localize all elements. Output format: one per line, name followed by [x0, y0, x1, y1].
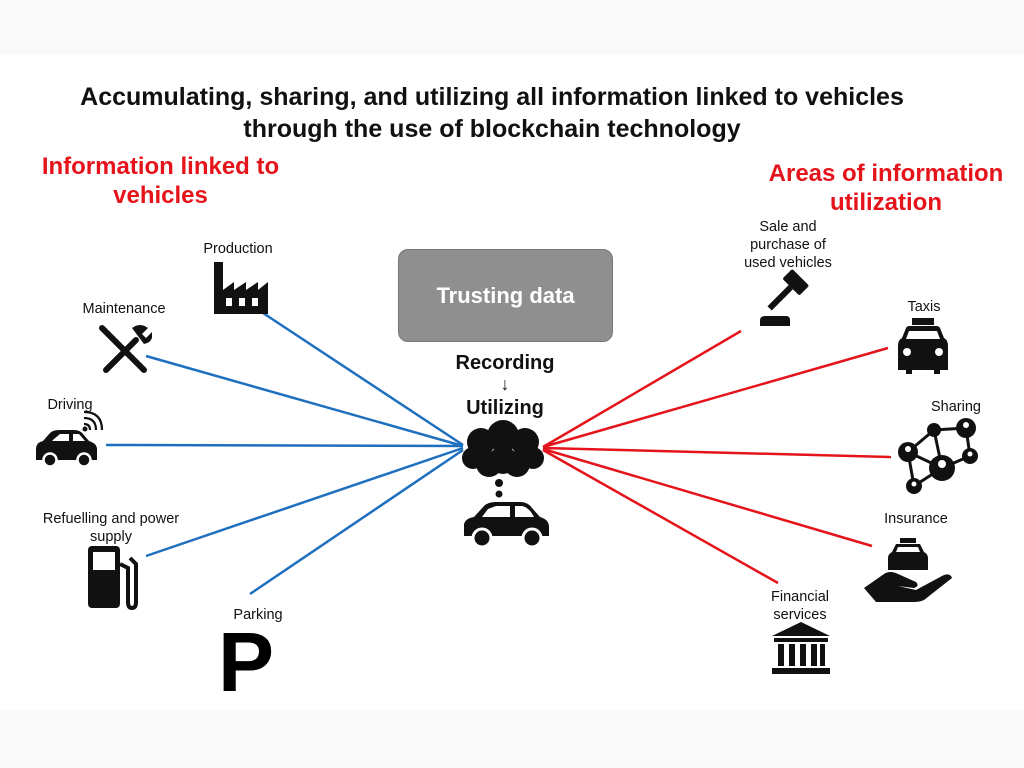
used-vehicles-label: Sale and purchase of used vehicles — [720, 218, 856, 272]
line-maintenance — [145, 354, 464, 448]
parking-icon: P — [218, 615, 275, 709]
utilizing-label: Utilizing — [466, 397, 544, 419]
left-heading-line-2: vehicles — [113, 182, 208, 209]
line-parking — [249, 448, 464, 596]
refuelling-label-line-1: Refuelling and power — [42, 511, 180, 527]
left-heading: Information linked to vehicles — [18, 152, 303, 210]
gavel-icon — [760, 269, 809, 326]
thought-cloud-icon — [462, 420, 544, 498]
wrench-screwdriver-icon — [99, 325, 152, 373]
refuelling-label: Refuelling and power supply — [22, 510, 200, 546]
driving-label: Driving — [47, 397, 93, 413]
parking-label: Parking — [233, 607, 283, 623]
financial-services-label: Financial services — [752, 588, 848, 624]
car-icon — [464, 502, 549, 549]
taxi-icon — [898, 318, 948, 374]
title-line-2: through the use of blockchain technology — [243, 115, 741, 143]
title-line-1: Accumulating, sharing, and utilizing all… — [80, 83, 904, 111]
slide-area — [0, 55, 1024, 710]
used-vehicles-label-line-1: Sale and — [759, 219, 817, 235]
line-driving — [105, 443, 464, 448]
maintenance-label: Maintenance — [82, 301, 166, 317]
trusting-data-box: Trusting data — [398, 249, 613, 342]
connected-car-icon — [36, 410, 104, 468]
down-arrow: ↓ — [500, 374, 510, 394]
used-vehicles-label-line-3: used vehicles — [744, 255, 832, 271]
sharing-label: Sharing — [931, 399, 981, 415]
bank-icon — [772, 622, 830, 674]
right-heading: Areas of information utilization — [748, 159, 1024, 217]
left-heading-line-1: Information linked to — [41, 153, 280, 180]
right-heading-line-2: utilization — [830, 189, 942, 216]
insurance-label: Insurance — [884, 511, 948, 527]
recording-label: Recording — [455, 352, 555, 374]
line-refuelling — [145, 446, 464, 558]
line-financial — [542, 448, 779, 585]
network-people-icon — [898, 418, 978, 494]
fuel-pump-icon — [88, 546, 138, 610]
line-used-vehicles — [542, 329, 742, 449]
production-label: Production — [203, 241, 273, 257]
taxis-label: Taxis — [907, 299, 941, 315]
line-insurance — [542, 447, 873, 548]
line-production — [262, 311, 464, 447]
financial-services-label-line-1: Financial — [770, 589, 830, 605]
right-heading-line-1: Areas of information — [768, 160, 1004, 187]
financial-services-label-line-2: services — [773, 607, 827, 623]
hand-car-icon — [864, 538, 952, 602]
factory-icon — [214, 262, 268, 314]
line-taxis — [542, 346, 889, 449]
line-sharing — [542, 446, 892, 459]
refuelling-label-line-2: supply — [90, 529, 132, 545]
used-vehicles-label-line-2: purchase of — [750, 237, 826, 253]
